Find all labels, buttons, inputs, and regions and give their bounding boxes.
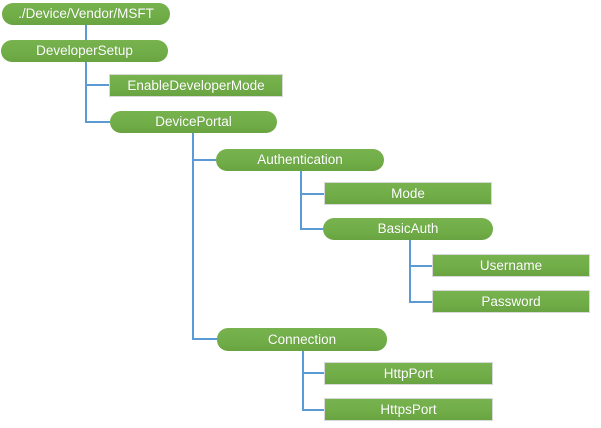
connector-line [85, 25, 87, 41]
node-basic-auth: BasicAuth [323, 218, 493, 240]
node-https-port: HttpsPort [324, 398, 493, 421]
connector-line [300, 171, 302, 230]
connector-line [300, 193, 324, 195]
connector-line [192, 159, 216, 161]
node-http-port: HttpPort [324, 362, 493, 385]
connector-line [85, 84, 109, 86]
connector-line [302, 372, 324, 374]
node-password: Password [432, 290, 590, 313]
node-developer-setup: DeveloperSetup [1, 40, 168, 62]
connector-line [302, 351, 304, 410]
connector-line [300, 228, 323, 230]
node-msft-path: ./Device/Vendor/MSFT [2, 3, 170, 25]
node-device-portal: DevicePortal [110, 111, 277, 133]
connector-line [409, 240, 411, 302]
connector-line [409, 265, 432, 267]
connector-line [85, 62, 87, 123]
connector-line [409, 301, 432, 303]
connector-line [192, 133, 194, 340]
connector-line [302, 409, 324, 411]
node-enable-developer-mode: EnableDeveloperMode [109, 74, 283, 97]
connector-line [192, 338, 218, 340]
node-username: Username [432, 254, 590, 277]
connector-line [85, 121, 110, 123]
node-connection: Connection [217, 328, 387, 351]
node-mode: Mode [324, 182, 492, 205]
node-authentication: Authentication [216, 149, 384, 171]
